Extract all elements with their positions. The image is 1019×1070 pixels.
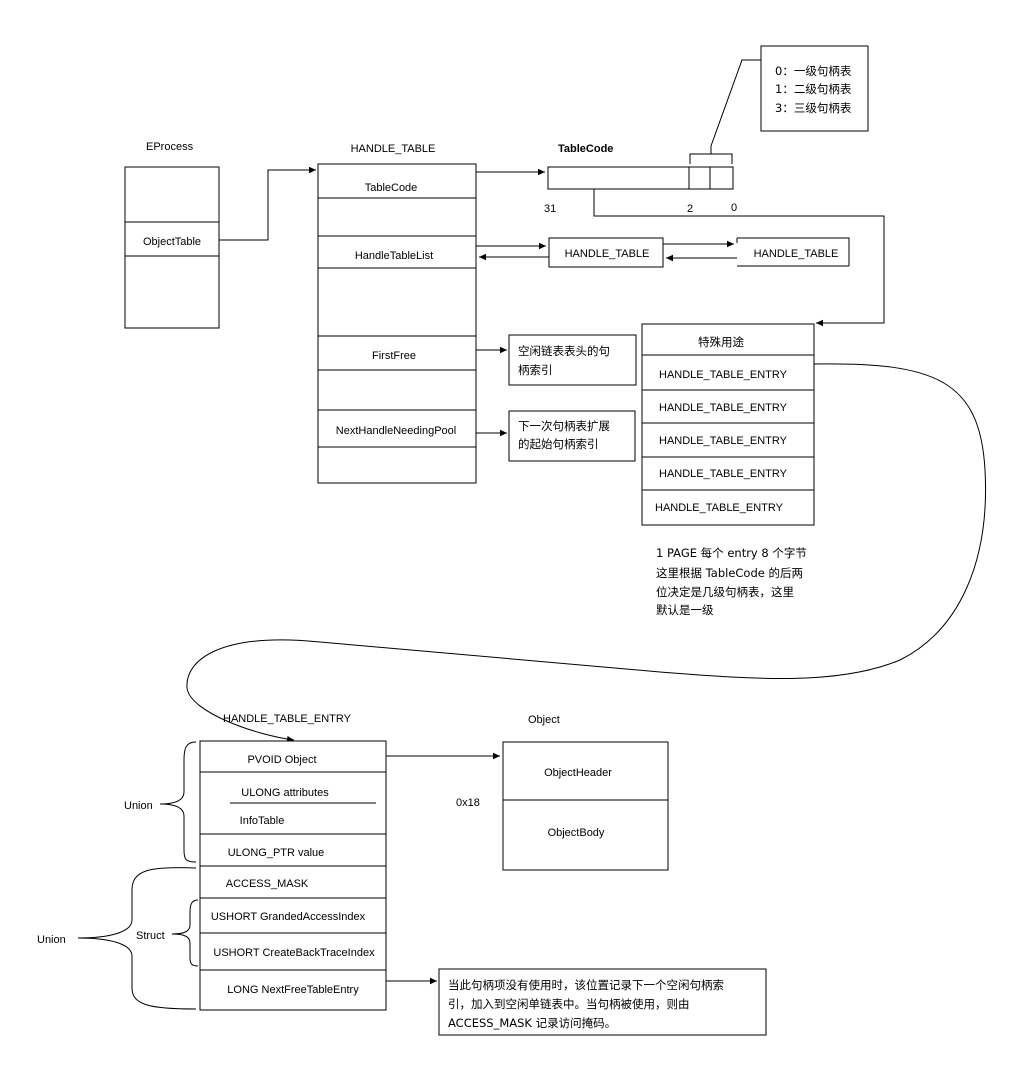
next-free-note: 当此句柄项没有使用时，该位置记录下一个空闲句柄索 引，加入到空闲单链表中。当句柄… bbox=[438, 968, 767, 1036]
next-free-note-box bbox=[438, 968, 767, 1036]
tablecode-bitfield: TableCode 31 2 0 bbox=[544, 59, 761, 215]
eprocess-title: EProcess bbox=[146, 141, 194, 153]
handle-entry-page-entry: HANDLE_TABLE_ENTRY bbox=[655, 502, 784, 514]
union-top-brace bbox=[159, 741, 197, 863]
objecttable-to-handletable-arrow bbox=[219, 166, 316, 241]
entry-field-object: PVOID Object bbox=[247, 754, 316, 766]
nextpool-note-box bbox=[508, 410, 636, 462]
next-free-note-line: 引，加入到空闲单链表中。当句柄被使用，则由 bbox=[448, 997, 690, 1011]
table-level-note-line: 1：二级句柄表 bbox=[775, 82, 852, 96]
table-level-note-line: 0：一级句柄表 bbox=[775, 64, 852, 78]
object-header-offset: 0x18 bbox=[456, 797, 480, 809]
firstfree-note: 空闲链表表头的句 柄索引 bbox=[508, 334, 637, 386]
linked-handle-table-label: HANDLE_TABLE bbox=[754, 248, 839, 260]
handle-table-entry-struct: HANDLE_TABLE_ENTRY PVOID Object ULONG at… bbox=[199, 713, 387, 1011]
entry-field-access-mask: ACCESS_MASK bbox=[226, 878, 309, 890]
struct-brace bbox=[171, 899, 199, 967]
entry-field-value: ULONG_PTR value bbox=[228, 847, 325, 859]
handle-entry-page-entry: HANDLE_TABLE_ENTRY bbox=[659, 369, 788, 381]
table-level-note: 0：一级句柄表 1：二级句柄表 3：三级句柄表 bbox=[760, 45, 869, 132]
entry-to-entry-struct-connector bbox=[186, 363, 987, 743]
table-level-note-box bbox=[760, 45, 869, 132]
entry-field-attributes: ULONG attributes bbox=[241, 787, 329, 799]
handle-table-entry-box bbox=[199, 740, 387, 1011]
handle-table-handletablelist-field: HandleTableList bbox=[355, 250, 433, 262]
linked-handle-tables: HANDLE_TABLE HANDLE_TABLE bbox=[548, 237, 850, 268]
object-header-label: ObjectHeader bbox=[544, 767, 612, 779]
union-outer-brace bbox=[77, 867, 197, 1010]
handle-table-box bbox=[317, 163, 477, 484]
tablecode-title: TableCode bbox=[558, 143, 613, 155]
entry-field-granted-access-index: USHORT GrandedAccessIndex bbox=[211, 911, 366, 923]
entry-page-note-line: 位决定是几级句柄表，这里 bbox=[656, 585, 794, 599]
nextpool-note-line: 下一次句柄表扩展 bbox=[518, 419, 610, 433]
entry-field-infotable: InfoTable bbox=[240, 815, 285, 827]
nextpool-note: 下一次句柄表扩展 的起始句柄索引 bbox=[508, 410, 636, 462]
linked-handle-table-label: HANDLE_TABLE bbox=[565, 248, 650, 260]
handle-entry-page-entry: HANDLE_TABLE_ENTRY bbox=[659, 402, 788, 414]
handle-entry-page: 特殊用途 HANDLE_TABLE_ENTRY HANDLE_TABLE_ENT… bbox=[641, 323, 815, 526]
eprocess-struct: EProcess ObjectTable bbox=[124, 141, 220, 329]
tablecode-bit-0: 0 bbox=[731, 202, 737, 214]
handle-table-struct: HANDLE_TABLE TableCode HandleTableList F… bbox=[317, 143, 477, 484]
handle-entry-page-entry: HANDLE_TABLE_ENTRY bbox=[659, 435, 788, 447]
next-free-note-line: ACCESS_MASK 记录访问掩码。 bbox=[448, 1016, 616, 1030]
table-level-note-line: 3：三级句柄表 bbox=[775, 101, 852, 115]
next-free-note-line: 当此句柄项没有使用时，该位置记录下一个空闲句柄索 bbox=[448, 978, 724, 992]
handle-table-tablecode-field: TableCode bbox=[365, 182, 418, 194]
entry-field-create-back-trace-index: USHORT CreateBackTraceIndex bbox=[213, 947, 375, 959]
handle-table-title: HANDLE_TABLE bbox=[351, 143, 436, 155]
entry-page-note-line: 默认是一级 bbox=[656, 603, 714, 617]
handle-entry-page-header: 特殊用途 bbox=[698, 335, 744, 349]
firstfree-note-line: 空闲链表表头的句 bbox=[518, 344, 610, 358]
entry-page-note-line: 这里根据 TableCode 的后两 bbox=[656, 566, 803, 580]
handle-table-nexthandleneedingpool-field: NextHandleNeedingPool bbox=[336, 425, 456, 437]
object-struct: Object ObjectHeader ObjectBody bbox=[502, 714, 669, 871]
tablecode-low-bits-callout-line bbox=[710, 59, 761, 154]
firstfree-note-line: 柄索引 bbox=[518, 363, 553, 377]
linked-handle-table-box bbox=[548, 237, 664, 268]
union-top-label: Union bbox=[124, 800, 153, 812]
entry-page-note: 1 PAGE 每个 entry 8 个字节 这里根据 TableCode 的后两… bbox=[656, 546, 807, 617]
object-title: Object bbox=[528, 714, 560, 726]
tablecode-low-bits-bracket bbox=[689, 153, 733, 164]
tablecode-bit-31: 31 bbox=[544, 203, 556, 215]
eprocess-box bbox=[124, 166, 220, 329]
tablecode-to-entry-page-arrow bbox=[593, 189, 885, 327]
entry-field-next-free-table-entry: LONG NextFreeTableEntry bbox=[227, 984, 359, 996]
tablecode-box bbox=[547, 166, 734, 190]
handle-entry-page-box bbox=[641, 323, 815, 526]
linked-handle-table-box bbox=[736, 237, 850, 267]
handle-table-firstfree-field: FirstFree bbox=[372, 350, 416, 362]
union-outer-label: Union bbox=[37, 934, 66, 946]
entry-page-note-line: 1 PAGE 每个 entry 8 个字节 bbox=[656, 546, 807, 560]
nextpool-note-line: 的起始句柄索引 bbox=[518, 437, 599, 451]
object-box bbox=[502, 741, 669, 871]
handle-table-entry-title: HANDLE_TABLE_ENTRY bbox=[223, 713, 352, 725]
eprocess-objecttable-field: ObjectTable bbox=[143, 236, 201, 248]
firstfree-note-box bbox=[508, 334, 637, 386]
struct-label: Struct bbox=[136, 930, 165, 942]
object-body-label: ObjectBody bbox=[548, 827, 605, 839]
handle-entry-page-entry: HANDLE_TABLE_ENTRY bbox=[659, 468, 788, 480]
tablecode-bit-2: 2 bbox=[687, 203, 693, 215]
